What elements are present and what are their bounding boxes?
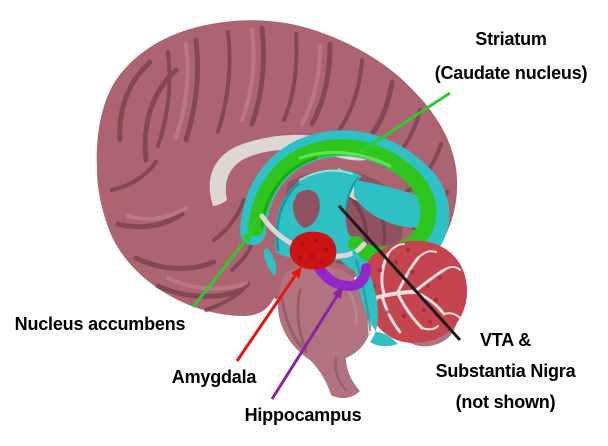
label-vta-line3: (not shown) — [455, 392, 556, 412]
brainstem — [277, 264, 373, 399]
amygdala-texture — [298, 238, 329, 264]
fourth-ventricle-shade — [355, 259, 371, 331]
pointer-arrowhead-amygdala — [291, 266, 302, 279]
temporal-horn — [263, 248, 277, 276]
label-hippocampus: Hippocampus — [244, 405, 362, 425]
amygdala-structure — [289, 231, 337, 270]
ventricle-shading-group — [275, 177, 359, 252]
pointer-line-vta — [337, 204, 462, 342]
label-striatum-line2: (Caudate nucleus) — [434, 63, 588, 83]
pointer-arrowhead-accumbens — [241, 230, 253, 243]
label-amygdala: Amygdala — [171, 367, 257, 387]
pointer-line-amygdala — [235, 275, 297, 362]
pointer-line-accumbens — [191, 239, 248, 308]
pointer-line-striatum — [359, 91, 451, 154]
caudate-highlight-edge — [298, 150, 392, 168]
pointer-arrowhead-hippocampus — [332, 286, 343, 299]
pointer-line-hippocampus — [270, 295, 339, 400]
cerebellum-arbor-vitae — [364, 243, 461, 336]
label-striatum-line1: Striatum — [475, 29, 547, 49]
cerebellum-speckles — [372, 248, 442, 324]
hippocampus-structure — [311, 257, 371, 292]
ventricle-highlight — [299, 169, 353, 181]
label-striatum: Striatum (Caudate nucleus) — [412, 22, 608, 90]
label-vta-substantia-nigra: VTA & Substantia Nigra (not shown) — [413, 325, 598, 418]
label-vta-line1: VTA & — [480, 330, 531, 350]
label-vta-line2: Substantia Nigra — [435, 361, 576, 381]
label-nucleus-accumbens: Nucleus accumbens — [14, 314, 186, 334]
